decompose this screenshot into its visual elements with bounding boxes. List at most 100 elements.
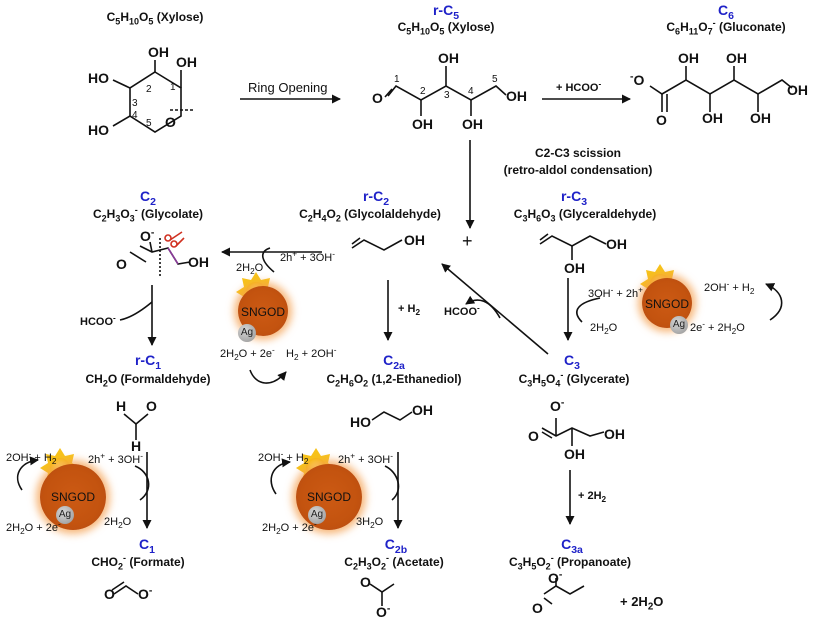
h2-label: 2OH- + H2 (704, 279, 755, 297)
atom-label: OH (787, 82, 808, 98)
h2-label: 2OH- + H2 (258, 449, 309, 467)
c2a-label: C2a (383, 352, 405, 372)
atom-label: O (656, 112, 667, 128)
atom-label: OH (678, 50, 699, 66)
curved-arrow (765, 283, 783, 321)
carbon-number: 3 (444, 90, 450, 101)
atom-label: OH (412, 116, 433, 132)
rc2-label: r-C2 (362, 188, 390, 208)
curved-arrow (465, 295, 501, 319)
curved-arrow (119, 301, 153, 321)
glycerate-chain (541, 427, 605, 437)
atom-label: OH (750, 110, 771, 126)
curved-arrow (384, 465, 400, 501)
formate-bond (113, 585, 139, 595)
electron-label: 2e- + 2H2O (690, 319, 745, 337)
atom-label: O- (138, 584, 153, 602)
rc5-label: r-C5 (432, 2, 460, 22)
atom-label: OH (462, 116, 483, 132)
atom-label: OH (506, 88, 527, 104)
holes-label: 2h+ + 3OH- (338, 451, 393, 466)
holes-label: 3OH- + 2h+ (588, 285, 643, 300)
propanoate-chain (543, 585, 585, 595)
glycolate-chain (139, 245, 191, 265)
carbon-number: 2 (420, 86, 426, 97)
curved-arrow (249, 369, 287, 384)
atom-label: O (532, 600, 543, 616)
atom-label: O- (550, 396, 565, 414)
water-label: 2H2O (104, 516, 132, 531)
atom-label: O (528, 428, 539, 444)
ag-particle: Ag (670, 316, 688, 334)
atom-label: OH (176, 54, 197, 70)
ethanediol-chain (371, 411, 413, 421)
atom-label: HO (88, 122, 109, 138)
atom-label: OH (412, 402, 433, 418)
atom-label: H (116, 398, 127, 414)
carbon-number: 1 (170, 82, 176, 93)
atom-label: HO (88, 70, 109, 86)
double-bond (129, 251, 147, 263)
c3-formula: C3H5O4- (Glycerate) (518, 370, 630, 389)
ag-particle: Ag (238, 324, 256, 342)
water-label: 2H2O (236, 262, 264, 277)
sngod-label: SNGOD (50, 490, 96, 504)
holes-label: 2h+ + 3OH- (280, 249, 335, 264)
atom-label: O (360, 574, 371, 590)
atom-label: OH (438, 50, 459, 66)
c6-formula: C6H11O7- (Gluconate) (666, 18, 786, 37)
hcoo-byproduct: HCOO- (444, 303, 480, 318)
rc3-label: r-C3 (560, 188, 588, 208)
atom-label: O (372, 90, 383, 106)
c3-label: C3 (564, 352, 580, 372)
glycolaldehyde-chain (351, 239, 403, 251)
atom-label: HO (350, 414, 371, 430)
gluconate-chain (649, 79, 793, 95)
atom-label: H (131, 438, 142, 454)
curved-arrow (270, 458, 291, 495)
sngod-label: SNGOD (306, 490, 352, 504)
holes-label: 2h+ + 3OH- (88, 451, 143, 466)
plus-h2-label: + H2 (398, 303, 421, 318)
carbon-number: 4 (132, 110, 138, 121)
plus-water-label: + 2H2O (620, 594, 664, 613)
curved-arrow (576, 297, 601, 323)
water-label: 2H2O (590, 322, 618, 337)
carbon-number: 1 (394, 74, 400, 85)
c2a-formula: C2H6O2 (1,2-Ethanediol) (326, 372, 462, 389)
plus-2h2-label: + 2H2 (578, 490, 607, 505)
atom-label: OH (148, 44, 169, 60)
c2b-label: C2b (384, 536, 408, 556)
h2-label: H2 + 2OH- (286, 345, 337, 363)
atom-label: O (146, 398, 157, 414)
rc2-formula: C2H4O2 (Glycolaldehyde) (299, 207, 441, 224)
h2-label: 2OH- + H2 (6, 449, 57, 467)
double-bond (543, 597, 553, 605)
sngod-particle (296, 464, 362, 530)
retro-arrow (441, 263, 549, 355)
scission-label-line2: (retro-aldol condensation) (503, 163, 653, 177)
carbon-number: 3 (132, 98, 138, 109)
water-label: 3H2O (356, 516, 384, 531)
atom-label: OH (564, 446, 585, 462)
double-bond (351, 237, 361, 245)
electron-label: 2H2O + 2e- (6, 519, 61, 537)
atom-label: OH (606, 236, 627, 252)
c3a-label: C3a (561, 536, 583, 556)
atom-label: OH (404, 232, 425, 248)
carbon-number: 4 (468, 86, 474, 97)
sngod-label: SNGOD (240, 305, 286, 319)
atom-label: O (165, 114, 176, 130)
atom-label: OH (702, 110, 723, 126)
scissors-icon (164, 231, 185, 248)
curved-arrow (134, 465, 150, 501)
rc1-label: r-C1 (134, 352, 162, 372)
c2-label: C2 (140, 188, 156, 208)
atom-label: OH (726, 50, 747, 66)
bond (149, 241, 153, 253)
curved-arrow (262, 247, 275, 273)
plus-sign: + (462, 231, 473, 251)
atom-label: OH (188, 254, 209, 270)
atom-label: O (104, 586, 115, 602)
